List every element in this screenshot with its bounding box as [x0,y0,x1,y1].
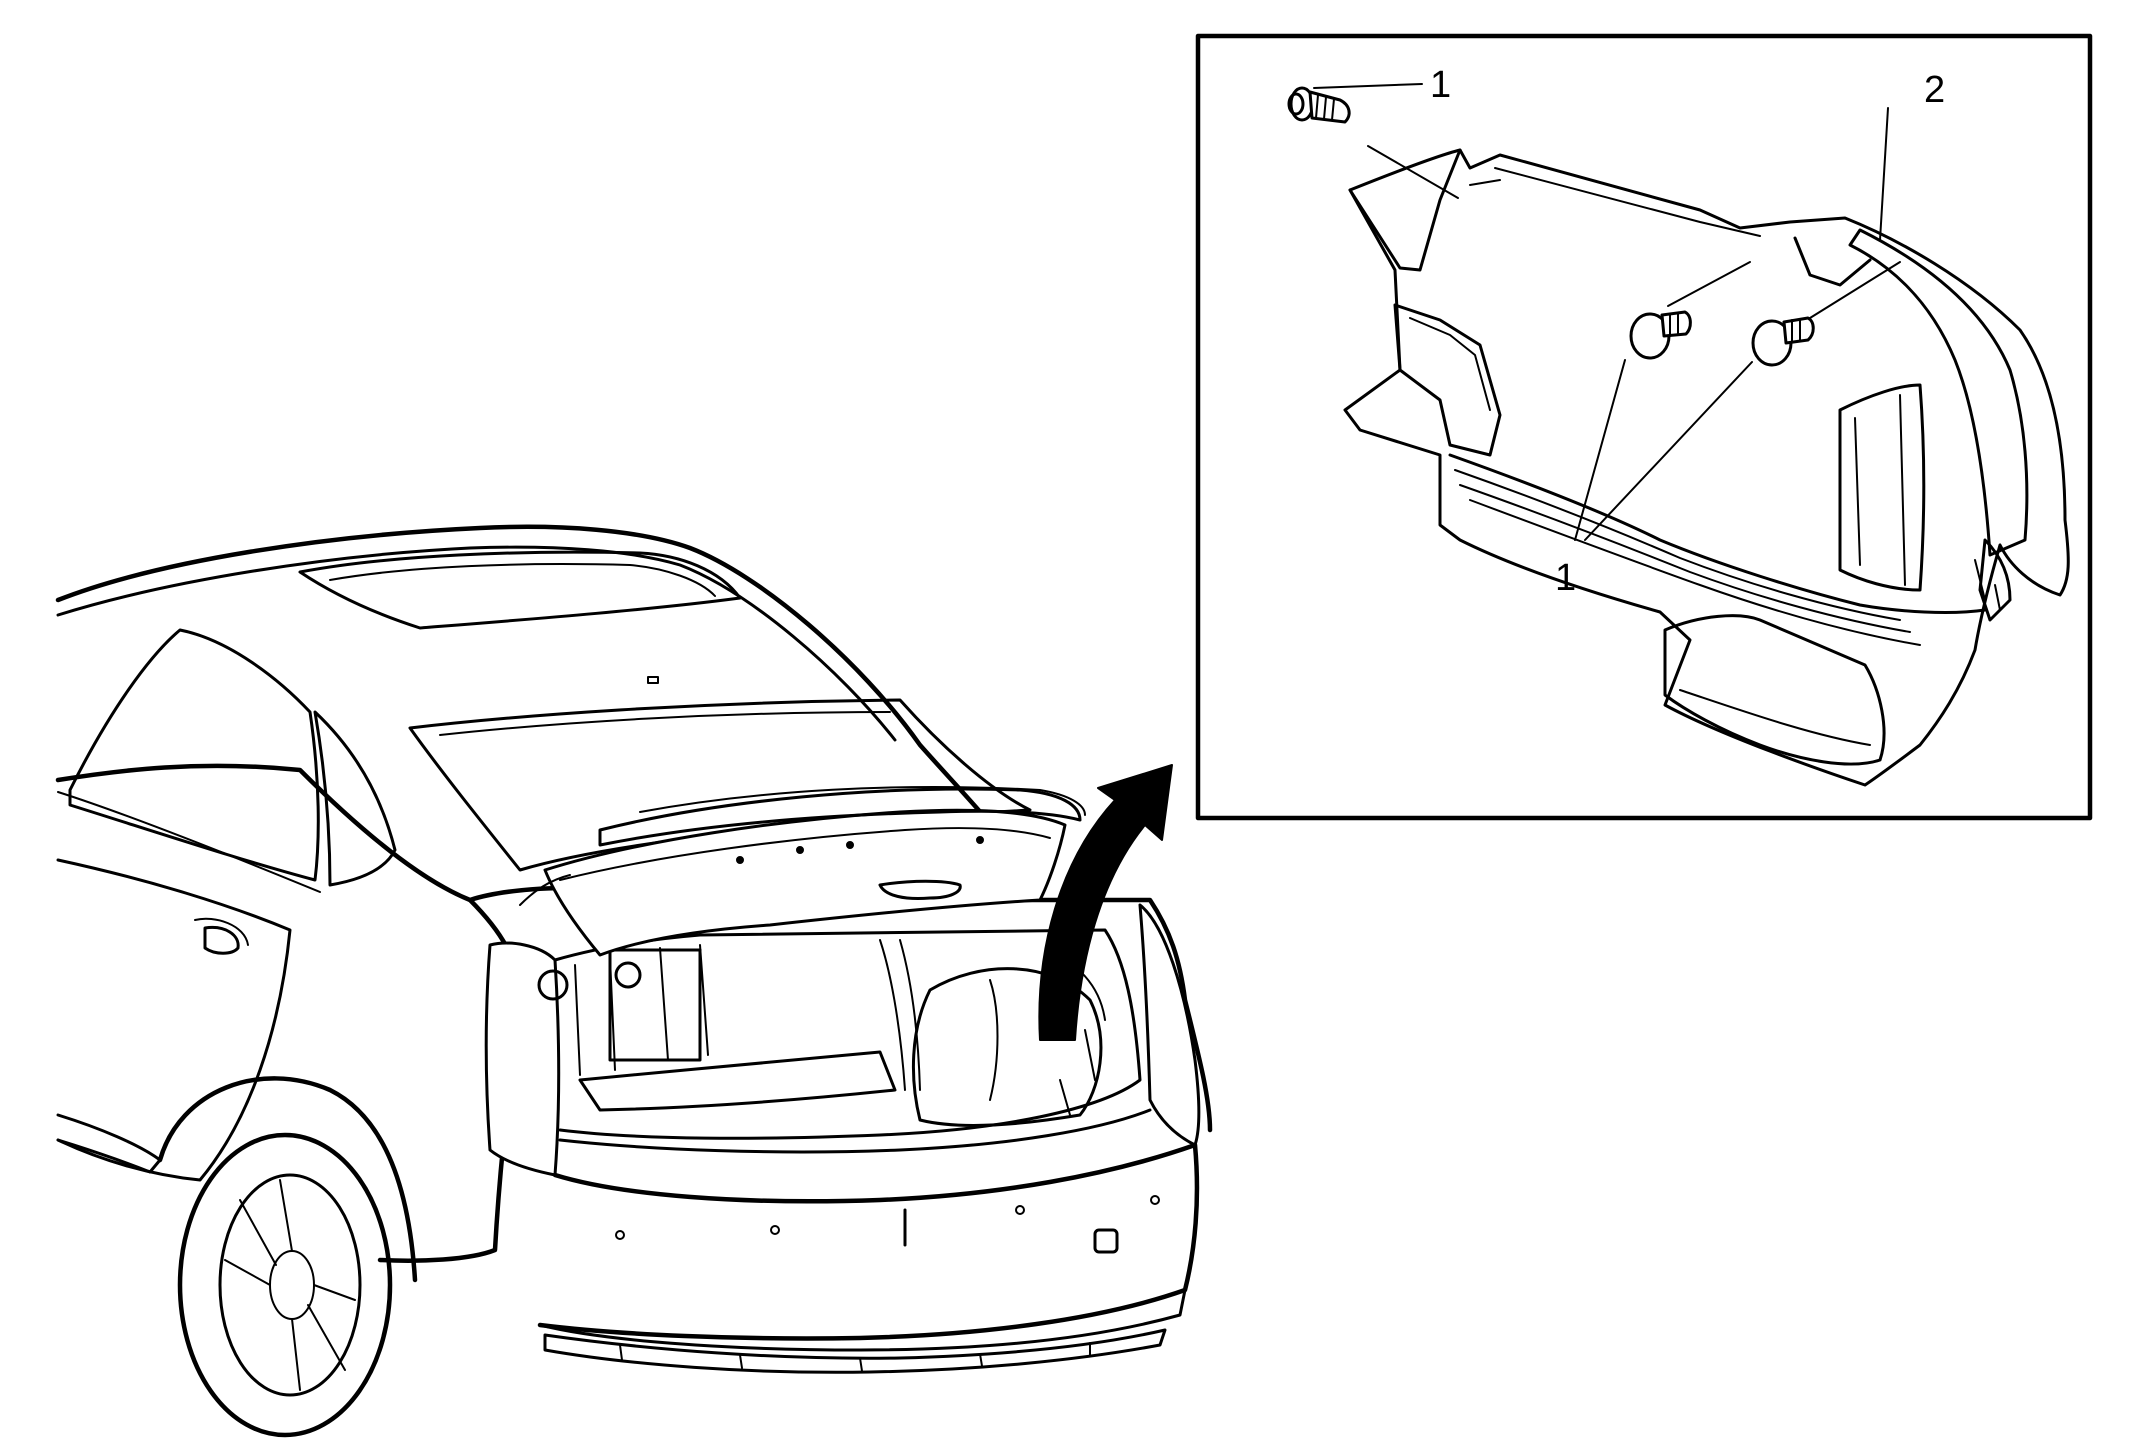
leader-1-top [1313,83,1423,89]
leader-1-left [1574,359,1626,541]
push-pin-retainer-icon [1287,86,1815,367]
leader-fastener-right [1809,261,1901,319]
trim-panel-lower-sill [1448,453,1987,614]
rear-bumper [537,1142,1200,1341]
trunk-wheelhouse-liner [911,967,1103,1127]
deck-lid-edge [559,827,1051,881]
trim-panel-flange [1348,148,1462,272]
rear-window [408,698,1032,872]
trim-panel-recess-edge [1854,394,1906,586]
roof-antenna-base [647,676,659,684]
trunk-side-trim-panel-icon [1343,148,2070,787]
park-sensor-1 [615,1230,625,1240]
lid-spoiler-line [639,785,1086,816]
callout-1-top: 1 [1430,64,1451,106]
fastener-middle-shank [1660,310,1692,338]
lid-fastener-3 [846,841,854,849]
lid-spoiler [598,787,1082,847]
trim-panel-sill-ribs [1454,469,1921,646]
trim-panel-front-pocket [1393,303,1502,457]
side-window-rear [68,628,320,882]
fastener-right-shank [1782,316,1815,345]
curved-removal-arrow-icon [1038,764,1173,1041]
fastener-top-shank [1308,90,1351,124]
leader-2 [1879,107,1889,241]
rear-quarter [467,885,1213,1133]
trim-panel-rear-detail [1974,559,2001,611]
wheel-hub [269,1250,315,1320]
lid-fastener-4 [976,836,984,844]
fastener-top-cap [1287,92,1305,116]
fastener-top-ribs [1315,94,1335,121]
trim-panel-flap-line [1679,689,1871,746]
bumper-top-line [558,1108,1152,1154]
detail-inset-frame [1195,33,2093,821]
tail-lamp-left [484,941,561,1177]
lid-fastener-1 [736,856,744,864]
door-handle [203,925,240,955]
chmsl [878,879,962,900]
door-handle-recess [194,917,249,946]
park-sensor-4 [1150,1195,1160,1205]
roof-outline [55,524,1013,853]
sunroof-inner [329,563,716,597]
window-frame [57,791,321,893]
sunroof [298,550,742,630]
park-sensor-2 [770,1225,780,1235]
deck-lid [543,808,1067,957]
trim-panel-body [1343,148,2070,787]
wheel-rim [218,1173,362,1397]
bumper-lower-valance [538,1288,1187,1352]
side-window-quarter [313,710,397,887]
trim-panel-top-notch [1793,236,1872,287]
body-side-molding [56,1113,162,1174]
leader-1-right [1584,361,1753,541]
rear-window-defroster [439,711,891,736]
trim-panel-inner-recess [1838,383,1926,592]
trunk-lamp [537,969,569,1001]
wheel-arch [157,1076,418,1283]
trim-panel-wheelhouse [1848,228,2029,557]
callout-leaders [1313,83,1901,541]
leader-fastener-mid [1667,261,1751,307]
leader-1-top-to-panel [1367,145,1459,199]
trim-panel-lower-flap [1663,614,1886,766]
vehicle-rear-view [55,524,1213,1438]
callout-2: 2 [1924,69,1945,111]
liner-detail [989,954,1106,1116]
roof-inner-line [56,545,897,742]
trunk-liner-left [574,944,709,1076]
trunk-side-panel-left [608,948,702,1062]
trim-panel-front-pocket-inner [1409,317,1491,411]
side-body-outline [55,763,523,1263]
park-sensor-3 [1015,1205,1025,1215]
trailer-hitch-cover [1093,1228,1119,1254]
trunk-floor [578,1050,897,1112]
trunk-fastener-left [614,961,642,989]
trunk-hinge-strap [879,939,921,1091]
wheel-spokes [224,1179,356,1391]
fastener-right [1751,316,1815,367]
bumper-diffuser [543,1328,1167,1374]
lid-fastener-2 [796,846,804,854]
fastener-middle [1629,310,1692,360]
trim-panel-rear-bracket [1978,538,2012,622]
bumper-segments [619,1342,1091,1372]
fastener-top [1287,86,1351,124]
trim-panel-top-ridge [1469,167,1761,237]
lid-hinge-left [519,874,571,906]
callout-1-bottom: 1 [1555,557,1576,599]
rear-tire [177,1132,393,1438]
